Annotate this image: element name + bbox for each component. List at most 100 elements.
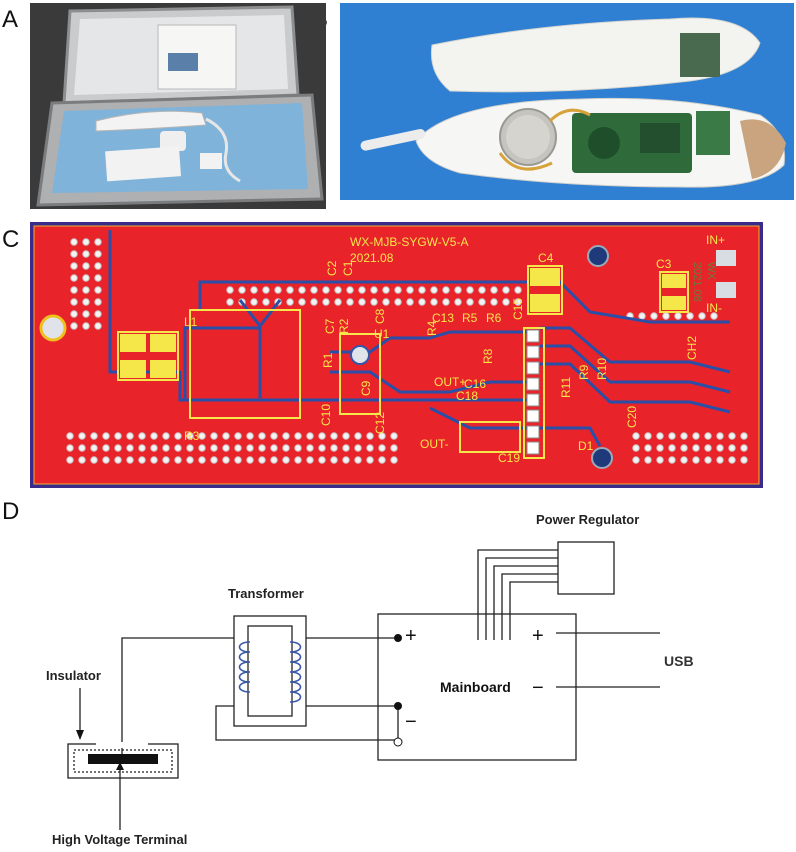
drill-hole [258,444,266,452]
drill-hole [704,432,712,440]
drill-hole [382,286,390,294]
drill-hole [210,432,218,440]
drill-hole [286,286,294,294]
drill-hole [126,432,134,440]
pcb-silkscreen [117,265,689,459]
drill-hole [274,286,282,294]
in-plus-label: IN+ [706,233,725,247]
drill-hole [358,286,366,294]
drill-hole [246,444,254,452]
ref-c9: C9 [359,380,373,396]
in-minus-label: IN- [706,301,722,315]
panel-label-c: C [2,226,20,253]
pcb-mounting-holes [39,245,613,469]
drill-hole [418,298,426,306]
drill-hole [150,444,158,452]
ref-c3: C3 [656,257,672,271]
ref-r5: R5 [462,311,478,325]
power-regulator-box [557,541,615,595]
drill-hole [234,432,242,440]
drill-hole [716,456,724,464]
drill-hole [716,432,724,440]
drill-hole [406,286,414,294]
drill-hole [150,456,158,464]
drill-hole [686,312,694,320]
transformer-coils [238,641,302,703]
drill-hole [66,444,74,452]
transformer-core [247,625,293,717]
mainboard-plus-right: + [532,625,544,647]
drill-hole [70,310,78,318]
drill-hole [692,432,700,440]
drill-hole [692,444,700,452]
out-plus-label: OUT+ [434,375,466,389]
ref-c20: C20 [625,406,639,428]
drill-hole [366,432,374,440]
drill-hole [226,298,234,306]
drill-hole [270,444,278,452]
drill-hole [740,432,748,440]
drill-hole [728,432,736,440]
ref-r10: R10 [595,358,609,380]
pcb-header-pins [526,329,540,455]
drill-hole [246,456,254,464]
drill-hole [94,238,102,246]
drill-hole [478,286,486,294]
drill-hole [740,444,748,452]
mainboard-label: Mainboard [440,679,511,695]
drill-hole [514,298,522,306]
drill-hole [198,456,206,464]
drill-hole [102,432,110,440]
drill-hole [478,298,486,306]
drill-hole [82,238,90,246]
drill-hole [138,432,146,440]
drill-hole [680,432,688,440]
ref-r6: R6 [486,311,502,325]
drill-hole [442,298,450,306]
drill-hole [82,262,90,270]
drill-hole [150,432,158,440]
in-plus-pad [716,250,736,266]
drill-hole [222,432,230,440]
usb-label: USB [664,653,694,669]
in-minus-pad [716,282,736,298]
drill-hole [366,456,374,464]
ref-c2: C2 [325,260,339,276]
mainboard-plus-left: + [405,625,417,647]
drill-hole [342,444,350,452]
drill-hole [406,298,414,306]
ref-c10: C10 [319,404,333,426]
drill-hole [250,298,258,306]
pcb-layout: WX-MJB-SYGW-V5-A 2021.08 IN+ IN- OUT+ OU… [30,222,763,488]
ref-c18: C18 [456,389,478,403]
drill-hole [502,298,510,306]
drill-hole [358,298,366,306]
drill-hole [668,444,676,452]
drill-hole [94,310,102,318]
ref-r1: R1 [321,352,335,368]
ref-r9: R9 [577,364,591,380]
drill-hole [442,286,450,294]
drill-hole [330,444,338,452]
drill-hole [94,298,102,306]
drill-hole [310,298,318,306]
drill-hole [66,432,74,440]
drill-hole [90,432,98,440]
drill-hole [90,444,98,452]
drill-hole [210,444,218,452]
drill-hole [94,262,102,270]
ref-c4: C4 [538,251,554,265]
drill-hole [728,444,736,452]
drill-hole [644,444,652,452]
ref-r2: R2 [337,318,351,334]
drill-hole [354,444,362,452]
drill-hole [70,238,78,246]
ref-c16: C16 [464,377,486,391]
drill-hole [70,322,78,330]
drill-hole [430,298,438,306]
drill-hole [716,444,724,452]
drill-hole [222,456,230,464]
drill-hole [632,456,640,464]
drill-hole [430,286,438,294]
drill-hole [162,456,170,464]
